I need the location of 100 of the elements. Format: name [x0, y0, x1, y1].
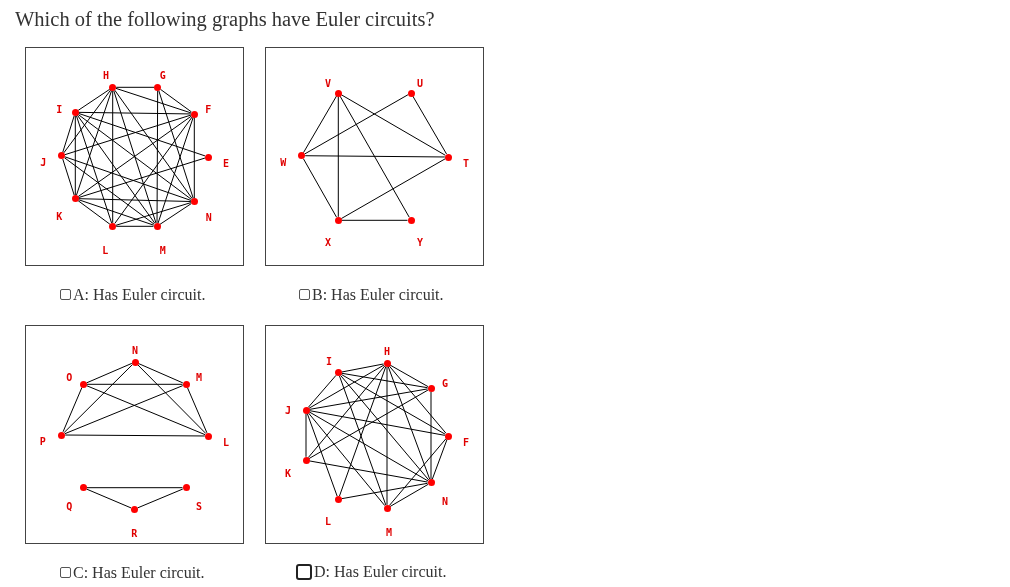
vertex-label: L [325, 517, 331, 527]
edge-line [341, 372, 429, 389]
vertex-dot [182, 380, 190, 388]
vertex-dot [190, 110, 198, 118]
vertex-dot [153, 222, 161, 230]
vertex-label: N [132, 346, 138, 356]
edge-line [388, 365, 447, 434]
edge-line [78, 157, 206, 199]
graph-panel [25, 47, 244, 266]
vertex-dot [190, 198, 198, 206]
edge-line [430, 391, 432, 480]
graph-panel [265, 47, 484, 266]
edge-line [340, 158, 446, 220]
edge-line [304, 155, 446, 158]
vertex-label: H [103, 71, 109, 82]
edge-line [78, 198, 192, 202]
edge-line [306, 412, 338, 497]
edge-line [156, 90, 159, 224]
edge-line [86, 385, 206, 436]
edge-line [339, 95, 410, 218]
vertex-label: E [223, 159, 229, 169]
edge-line [341, 482, 429, 500]
vertex-dot [109, 83, 117, 91]
edge-line [113, 90, 157, 224]
option-label: A: Has Euler circuit. [73, 286, 206, 304]
edge-line [308, 411, 429, 482]
graph-panel [265, 325, 484, 544]
edge-line [308, 460, 429, 483]
edge-line [389, 483, 429, 508]
edge-line [64, 385, 184, 435]
vertex-label: L [102, 246, 109, 257]
vertex-label: F [463, 438, 469, 448]
edge-line [74, 115, 76, 196]
edge-line [86, 488, 132, 509]
edge-line [64, 156, 192, 201]
edge-line [77, 88, 111, 111]
edge-line [302, 95, 338, 154]
vertex-dot [334, 216, 342, 224]
edge-line [115, 202, 192, 226]
vertex-label: N [442, 497, 448, 507]
edge-line [304, 94, 409, 155]
edge-line [137, 362, 184, 384]
edge-line [193, 117, 195, 199]
vertex-dot [71, 195, 79, 203]
edge-line [158, 90, 194, 199]
edge-line [115, 225, 154, 227]
vertex-label: H [384, 347, 390, 357]
edge-line [307, 412, 386, 507]
vertex-label: V [325, 79, 331, 89]
vertex-dot [407, 216, 415, 224]
vertex-dot [131, 358, 139, 366]
edge-line [78, 111, 192, 115]
vertex-label: L [223, 438, 229, 448]
edge-line [77, 200, 111, 225]
edge-line [337, 96, 339, 218]
edge-line [136, 364, 207, 434]
edge-line [62, 158, 75, 196]
edge-line [86, 383, 183, 385]
vertex-dot [444, 153, 452, 161]
edge-line [62, 115, 75, 153]
edge-line [78, 112, 206, 157]
edge-line [412, 95, 448, 155]
vertex-label: M [386, 528, 392, 538]
vertex-dot [109, 222, 117, 230]
vertex-dot [298, 152, 306, 160]
vertex-label: R [131, 529, 138, 539]
edge-line [62, 387, 83, 433]
option-label: D: Has Euler circuit. [314, 563, 447, 581]
vertex-label: T [463, 159, 469, 169]
edge-line [63, 89, 112, 154]
vertex-label: G [442, 379, 448, 389]
vertex-dot [71, 108, 79, 116]
vertex-label: U [417, 79, 423, 89]
edge-line [308, 389, 429, 460]
edge-line [340, 374, 430, 481]
vertex-dot [58, 431, 66, 439]
vertex-dot [444, 432, 452, 440]
vertex-dot [334, 369, 342, 377]
edge-line [389, 364, 429, 388]
edge-line [308, 410, 446, 436]
graph-panel [25, 325, 244, 544]
option-label: C: Has Euler circuit. [73, 564, 205, 582]
vertex-label: N [205, 213, 212, 223]
vertex-dot [58, 152, 66, 160]
vertex-dot [427, 384, 435, 392]
edge-line [114, 89, 193, 200]
edge-line [76, 114, 156, 224]
edge-line [341, 219, 408, 221]
vertex-label: F [205, 105, 212, 116]
vertex-label: K [285, 469, 291, 479]
vertex-label: K [56, 212, 63, 223]
edge-line [86, 362, 133, 384]
vertex-label: I [56, 105, 63, 116]
edge-line [64, 434, 206, 437]
edge-line [302, 158, 338, 218]
vertex-label: G [159, 71, 166, 82]
edge-line [159, 203, 192, 225]
edge-line [160, 88, 192, 113]
edge-line [186, 387, 208, 434]
edge-line [307, 365, 386, 459]
